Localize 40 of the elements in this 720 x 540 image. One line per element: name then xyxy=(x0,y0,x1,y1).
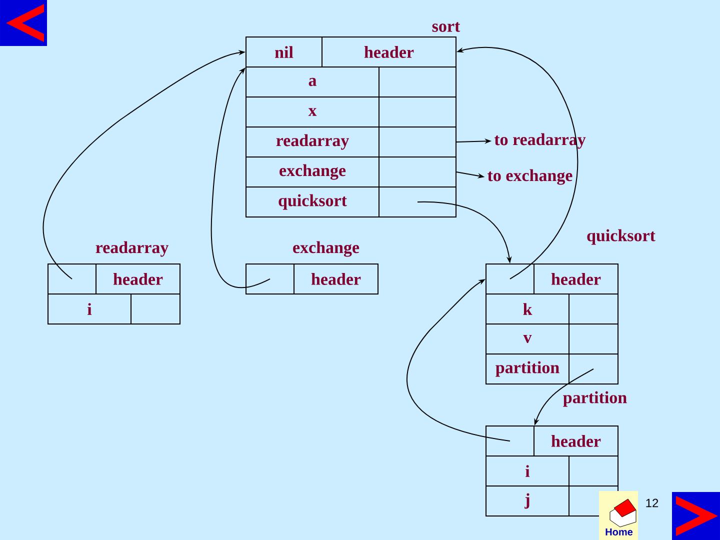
table-cell: x xyxy=(246,96,380,128)
table-cell: readarray xyxy=(246,126,380,158)
empty-cell xyxy=(568,324,618,354)
table-cell: header xyxy=(322,36,456,68)
table-cell: j xyxy=(486,486,570,516)
empty-cell xyxy=(246,264,294,294)
table-cell: nil xyxy=(246,36,322,68)
node-label: quicksort xyxy=(587,229,656,245)
empty-cell xyxy=(568,294,618,324)
pointer-arrow xyxy=(406,279,510,442)
page-number: 12 xyxy=(646,498,658,508)
table-cell: k xyxy=(486,294,570,324)
node-label: sort xyxy=(432,22,460,32)
table-cell: v xyxy=(486,324,570,354)
empty-cell xyxy=(568,456,618,486)
table-cell: quicksort xyxy=(246,186,380,218)
table-cell: a xyxy=(246,66,380,98)
node-label: exchange xyxy=(293,241,360,257)
empty-cell xyxy=(378,186,456,218)
empty-cell xyxy=(130,294,180,324)
empty-cell xyxy=(378,96,456,128)
table-cell: exchange xyxy=(246,156,380,188)
node-label: partition xyxy=(563,391,627,407)
empty-cell xyxy=(378,66,456,98)
empty-cell xyxy=(378,156,456,188)
table-cell: header xyxy=(534,264,618,294)
empty-cell xyxy=(486,426,534,456)
table-cell: header xyxy=(534,426,618,456)
table-cell: i xyxy=(486,456,570,486)
empty-cell xyxy=(486,264,534,294)
table-cell: header xyxy=(294,264,378,294)
home-button: Home xyxy=(599,491,638,540)
empty-cell xyxy=(48,264,96,294)
empty-cell xyxy=(378,126,456,158)
empty-cell xyxy=(568,354,618,384)
table-cell: header xyxy=(96,264,180,294)
node-label: readarray xyxy=(96,241,169,257)
table-cell: partition xyxy=(486,354,570,384)
pointer-label: to exchange xyxy=(485,167,575,187)
table-cell: i xyxy=(48,294,132,324)
